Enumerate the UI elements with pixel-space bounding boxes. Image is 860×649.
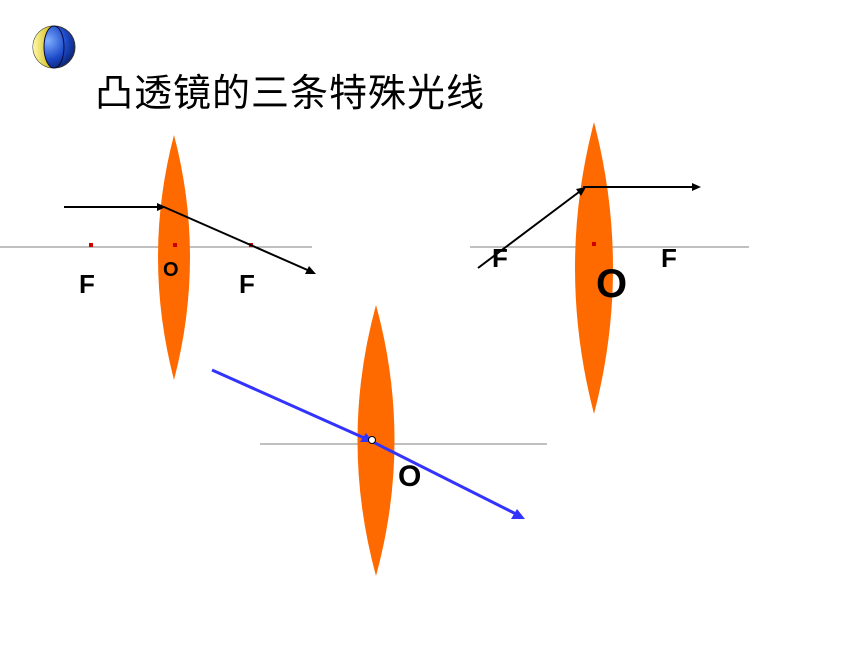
- convex-lens: [158, 135, 190, 380]
- diagram-parallel-ray: F O F: [0, 135, 316, 380]
- focus-label-right: F: [239, 269, 255, 299]
- focus-label-left: F: [492, 243, 508, 273]
- optical-center-mark: [173, 243, 177, 247]
- arrowhead: [576, 187, 586, 196]
- center-label: O: [398, 460, 421, 493]
- optical-center-point: [368, 436, 376, 444]
- arrowhead: [305, 266, 316, 274]
- arrowhead: [157, 203, 166, 211]
- optical-center-mark: [592, 242, 596, 246]
- center-label: O: [163, 259, 179, 281]
- focal-point-left-mark: [89, 243, 93, 247]
- diagram-focus-ray: F O F: [470, 122, 749, 414]
- diagram-center-ray: O: [211, 305, 547, 576]
- incident-ray: [477, 188, 584, 269]
- page-title: 凸透镜的三条特殊光线: [95, 71, 486, 115]
- arrowhead: [692, 183, 701, 191]
- convex-lens: [575, 122, 613, 414]
- focus-label-right: F: [661, 243, 677, 273]
- center-label: O: [596, 262, 627, 306]
- focus-label-left: F: [79, 269, 95, 299]
- globe-bullet-icon: [32, 25, 76, 69]
- incident-ray-blue: [211, 368, 372, 443]
- refracted-ray-blue: [370, 439, 519, 517]
- arrowhead: [511, 509, 525, 519]
- refracted-ray: [163, 206, 313, 273]
- convex-lens: [357, 305, 395, 576]
